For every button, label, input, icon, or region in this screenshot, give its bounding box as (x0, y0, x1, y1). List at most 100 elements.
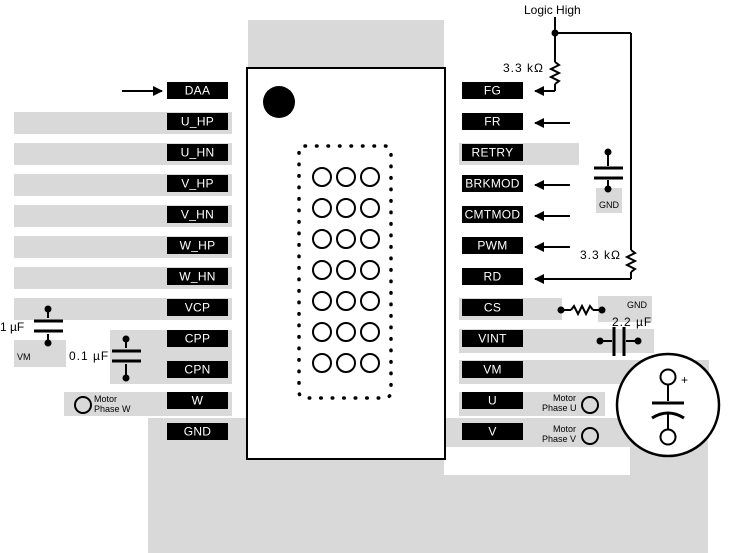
ic-package (246, 67, 446, 460)
motor-phase-w-terminal (74, 396, 92, 414)
thermal-via (312, 322, 332, 342)
left-pin-u-hn: U_HN (167, 144, 228, 161)
fg-resistor-value: 3.3 kΩ (503, 61, 544, 75)
thermal-via (312, 260, 332, 280)
motor-phase-v-label-2: Phase V (542, 434, 576, 444)
left-pin-label: DAA (185, 84, 211, 98)
left-pin-label: W_HN (179, 270, 216, 284)
motor-phase-u-label-1: Motor (553, 393, 576, 403)
right-pin-label: VM (483, 363, 502, 377)
thermal-via (360, 260, 380, 280)
thermal-via (336, 167, 356, 187)
thermal-via (336, 198, 356, 218)
right-pin-label: U (488, 394, 497, 408)
right-pin-label: RD (484, 270, 502, 284)
thermal-via (360, 353, 380, 373)
fg-resistor (548, 61, 562, 85)
thermal-via (360, 291, 380, 311)
thermal-via (312, 198, 332, 218)
vint-cap-value: 2.2 µF (612, 315, 652, 329)
motor-phase-u-label-2: Phase U (542, 403, 577, 413)
right-pin-label: V (488, 425, 496, 439)
motor-phase-v-label-1: Motor (553, 424, 576, 434)
left-pin-label: W_HP (180, 239, 216, 253)
thermal-via (312, 167, 332, 187)
motor-phase-u-terminal (581, 396, 599, 414)
left-pin-label: VCP (185, 301, 211, 315)
left-pin-v-hp: V_HP (167, 175, 228, 192)
right-pin-fg: FG (462, 82, 523, 99)
pad-cs-gnd (598, 296, 652, 322)
thermal-via (336, 291, 356, 311)
left-pin-w-hn: W_HN (167, 268, 228, 285)
cs-gnd-label: GND (627, 300, 648, 310)
left-pin-label: GND (184, 425, 212, 439)
rd-resistor-value: 3.3 kΩ (580, 248, 621, 262)
thermal-via (336, 229, 356, 249)
right-pin-cs: CS (462, 299, 523, 316)
right-pin-brkmod: BRKMOD (462, 175, 523, 192)
left-pin-label: U_HP (181, 115, 214, 129)
right-pin-label: FG (484, 84, 501, 98)
right-pin-labels: FG FR RETRY BRKMOD CMTMOD PWM RD CS VINT VM U V (462, 82, 523, 440)
thermal-pad-outline (297, 144, 393, 400)
left-pin-daa: DAA (167, 82, 228, 99)
cs-resistor (557, 303, 606, 317)
right-pin-label: PWM (477, 239, 507, 253)
right-pin-v: V (462, 423, 523, 440)
cp-cap-value: 0.1 µF (69, 349, 109, 363)
gnd-notch (444, 447, 630, 475)
bulk-capacitor (615, 352, 721, 458)
right-pin-label: FR (484, 115, 501, 129)
pad-vm-left (14, 340, 66, 367)
thermal-via (360, 198, 380, 218)
right-pin-label: VINT (478, 332, 507, 346)
pin1-marker (263, 86, 295, 118)
left-pin-cpn: CPN (167, 361, 228, 378)
right-pin-retry: RETRY (462, 144, 523, 161)
left-pin-w: W (167, 392, 228, 409)
right-pin-rd: RD (462, 268, 523, 285)
right-pin-vint: VINT (462, 330, 523, 347)
cp-capacitor (112, 335, 141, 382)
right-pin-label: BRKMOD (465, 177, 520, 191)
bulk-cap-plus: + (681, 373, 688, 387)
left-pin-vcp: VCP (167, 299, 228, 316)
left-pin-label: W (192, 394, 204, 408)
top-pour (248, 20, 444, 68)
right-pin-cmtmod: CMTMOD (462, 206, 523, 223)
motor-phase-v-terminal (581, 427, 599, 445)
left-pin-label: V_HN (181, 208, 214, 222)
thermal-via (360, 229, 380, 249)
rd-resistor (624, 249, 638, 273)
right-pin-label: RETRY (472, 146, 514, 160)
left-pin-label: U_HN (181, 146, 215, 160)
right-pin-u: U (462, 392, 523, 409)
motor-phase-w-label-1: Motor (94, 394, 117, 404)
right-pin-label: CS (484, 301, 501, 315)
thermal-via (336, 260, 356, 280)
left-pin-label: CPN (184, 363, 210, 377)
left-pin-label: V_HP (181, 177, 214, 191)
thermal-vias (312, 167, 380, 373)
left-pin-gnd: GND (167, 423, 228, 440)
retry-gnd-label: GND (599, 200, 620, 210)
thermal-via (312, 353, 332, 373)
right-pin-pwm: PWM (462, 237, 523, 254)
vcp-cap-value: 1 µF (0, 320, 24, 334)
thermal-via (312, 229, 332, 249)
thermal-via (336, 322, 356, 342)
logic-high-label: Logic High (524, 3, 581, 17)
vint-capacitor (596, 327, 642, 356)
left-pin-cpp: CPP (167, 330, 228, 347)
thermal-via (360, 167, 380, 187)
vcp-capacitor (34, 305, 63, 347)
right-pin-fr: FR (462, 113, 523, 130)
motor-phase-w-label-2: Phase W (94, 404, 131, 414)
right-pin-label: CMTMOD (465, 208, 521, 222)
left-pin-w-hp: W_HP (167, 237, 228, 254)
right-pin-vm: VM (462, 361, 523, 378)
vm-left-label: VM (17, 352, 31, 362)
left-pin-u-hp: U_HP (167, 113, 228, 130)
